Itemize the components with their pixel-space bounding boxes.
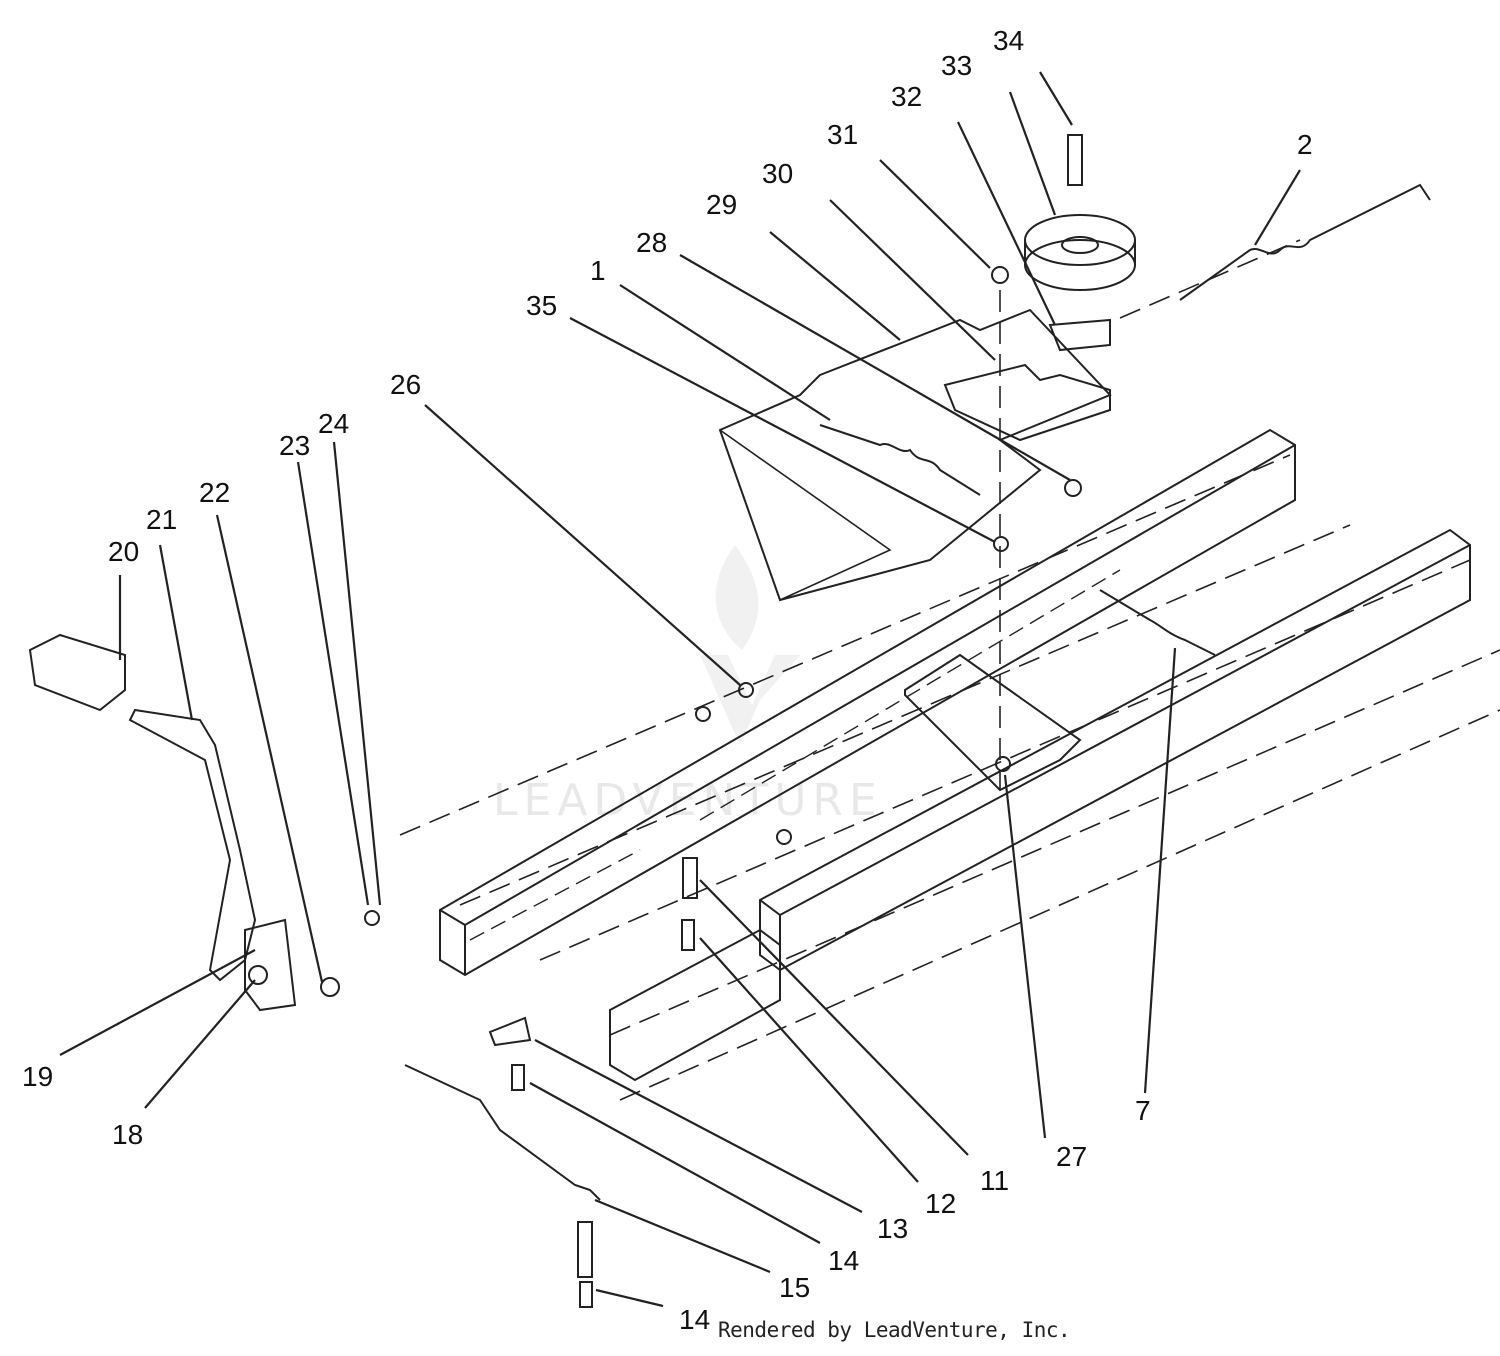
callout-24: 24 (318, 408, 349, 439)
callout-7: 7 (1135, 1095, 1151, 1126)
callout-12: 12 (925, 1188, 956, 1219)
callout-23: 23 (279, 430, 310, 461)
bolt-31 (991, 266, 1009, 284)
nut-27 (995, 756, 1011, 772)
footer-credit: Rendered by LeadVenture, Inc. (718, 1318, 1071, 1342)
callout-1: 1 (590, 255, 606, 286)
idler-arm (943, 363, 1111, 442)
nut-28 (1064, 479, 1082, 497)
spring-2 (1179, 183, 1431, 301)
lower-bracket (609, 928, 781, 1082)
bolt-12 (681, 919, 695, 951)
mounting-plate (718, 308, 1112, 602)
bolt-14 (511, 1064, 525, 1091)
pedal-pad (28, 633, 126, 712)
callout-14-bottom: 14 (679, 1304, 710, 1335)
spacer-15 (577, 1221, 593, 1278)
idler-pulley (1024, 214, 1136, 291)
washer-24 (364, 910, 380, 926)
spring-1 (819, 424, 981, 496)
cross-brace (904, 653, 1082, 792)
clip-13 (488, 1016, 532, 1047)
pedal-mount (244, 918, 297, 1012)
callout-33: 33 (941, 50, 972, 81)
callout-34: 34 (993, 25, 1024, 56)
callout-labels: 34 33 32 31 30 29 28 2 1 35 26 23 24 22 … (22, 25, 1313, 1335)
nut-26b (695, 706, 711, 722)
callout-29: 29 (706, 189, 737, 220)
callout-13: 13 (877, 1213, 908, 1244)
callout-31: 31 (827, 119, 858, 150)
callout-22: 22 (199, 477, 230, 508)
callout-27: 27 (1056, 1141, 1087, 1172)
callout-19: 19 (22, 1061, 53, 1092)
brake-pedal-arm (128, 708, 257, 982)
callout-32: 32 (891, 81, 922, 112)
spring-7 (1099, 589, 1216, 656)
watermark-logo: LEADVENTURE (493, 545, 883, 826)
frame-rail-front (439, 428, 1296, 977)
callout-11: 11 (980, 1165, 1009, 1196)
callout-2: 2 (1297, 129, 1313, 160)
callout-26: 26 (390, 369, 421, 400)
bolt-14b (579, 1281, 593, 1308)
leader-lines (59, 71, 1301, 1308)
watermark-text: LEADVENTURE (493, 775, 883, 826)
callout-28: 28 (636, 227, 667, 258)
callout-30: 30 (762, 158, 793, 189)
callout-35: 35 (526, 290, 557, 321)
frame-rail-rear (759, 528, 1471, 972)
callout-14: 14 (828, 1245, 859, 1276)
bushing-18 (248, 965, 268, 985)
callout-20: 20 (108, 536, 139, 567)
nut-26 (738, 682, 754, 698)
construction-lines (399, 239, 1500, 1101)
bolt-head-22 (320, 977, 340, 997)
callout-15: 15 (779, 1272, 810, 1303)
spacer-11 (682, 857, 698, 899)
brake-rod (404, 1064, 601, 1201)
callout-21: 21 (146, 504, 177, 535)
nut-lower (776, 829, 792, 845)
callout-18: 18 (112, 1119, 143, 1150)
washer-35 (993, 536, 1009, 552)
pulley-bolt (1067, 134, 1083, 186)
